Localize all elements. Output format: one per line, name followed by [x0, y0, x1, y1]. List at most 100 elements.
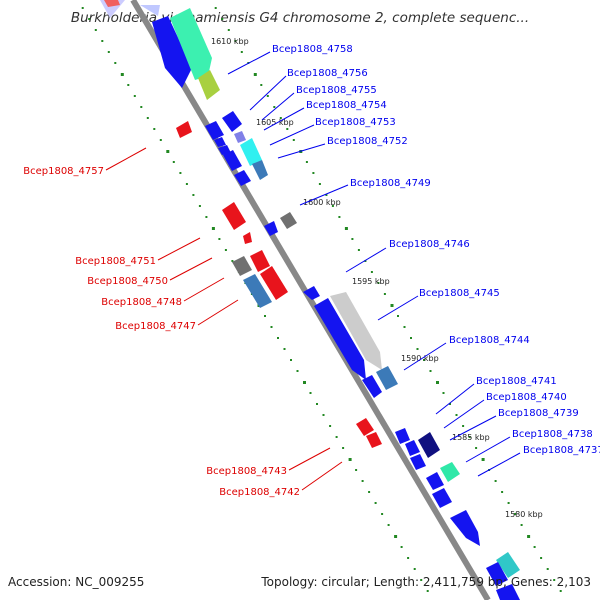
ruler-dot: [368, 491, 371, 493]
gene-arrow[interactable]: [140, 5, 160, 16]
gene-arrow[interactable]: [486, 562, 508, 586]
gene-arrow[interactable]: [232, 256, 252, 276]
ruler-dot: [325, 194, 328, 196]
gene-arrow[interactable]: [395, 428, 410, 444]
gene-arrow[interactable]: [104, 0, 120, 7]
ruler-dot: [481, 458, 485, 461]
ruler-dot: [351, 238, 354, 240]
gene-label[interactable]: Bcep1808_4746: [389, 239, 470, 250]
gene-label[interactable]: Bcep1808_4741: [476, 376, 557, 387]
gene-arrow[interactable]: [152, 16, 192, 88]
gene-label[interactable]: Bcep1808_4740: [486, 392, 567, 403]
ruler-dot: [159, 139, 162, 141]
gene-arrow[interactable]: [264, 221, 278, 236]
ruler-dot: [527, 535, 531, 538]
gene-arrow[interactable]: [222, 111, 242, 132]
gene-arrow[interactable]: [440, 462, 460, 482]
gene-arrow[interactable]: [362, 375, 382, 398]
ruler-dot: [133, 95, 136, 97]
gene-arrow[interactable]: [198, 70, 220, 100]
ruler-dot: [400, 546, 403, 548]
ruler-dot: [364, 260, 367, 262]
gene-arrow[interactable]: [496, 552, 520, 578]
ruler-dot: [205, 216, 208, 218]
gene-arrow[interactable]: [176, 121, 192, 138]
ruler-dot: [407, 557, 410, 559]
gene-arrow[interactable]: [366, 432, 382, 448]
gene-arrow[interactable]: [243, 274, 272, 308]
gene-arrow[interactable]: [330, 292, 382, 370]
reverse-features: [104, 0, 382, 448]
forward-features: [100, 0, 520, 600]
gene-arrow[interactable]: [260, 266, 288, 300]
gene-label[interactable]: Bcep1808_4742: [219, 487, 300, 498]
ruler-dot: [520, 524, 523, 526]
gene-arrow[interactable]: [223, 150, 242, 171]
gene-arrow[interactable]: [356, 418, 374, 436]
gene-label[interactable]: Bcep1808_4749: [350, 178, 431, 189]
ruler-dot: [172, 161, 175, 163]
gene-arrow[interactable]: [205, 121, 224, 140]
ruler-dot: [266, 95, 269, 97]
ruler-dot: [468, 436, 471, 438]
gene-label[interactable]: Bcep1808_4753: [315, 117, 396, 128]
ruler-dot: [322, 414, 325, 416]
scale-tick: 1580 kbp: [505, 510, 543, 519]
gene-arrow[interactable]: [240, 138, 262, 166]
ruler-dot: [546, 568, 549, 570]
ruler-dot: [296, 370, 299, 372]
gene-arrow[interactable]: [303, 286, 320, 300]
gene-label[interactable]: Bcep1808_4745: [419, 288, 500, 299]
gene-arrow[interactable]: [243, 232, 252, 244]
ruler-dot: [329, 425, 332, 427]
ruler-dot: [475, 447, 478, 449]
gene-label[interactable]: Bcep1808_4757: [23, 166, 104, 177]
gene-label[interactable]: Bcep1808_4750: [87, 276, 168, 287]
gene-arrow[interactable]: [432, 488, 452, 508]
ruler-dot: [303, 381, 306, 384]
ruler-dot: [553, 579, 556, 581]
ruler-dot: [429, 370, 432, 372]
ruler-dot: [348, 458, 352, 461]
gene-label[interactable]: Bcep1808_4739: [498, 408, 579, 419]
ruler-dot: [179, 172, 182, 174]
gene-arrow[interactable]: [234, 131, 246, 143]
ruler-dot: [342, 447, 345, 449]
gene-label[interactable]: Bcep1808_4747: [115, 321, 196, 332]
gene-label[interactable]: Bcep1808_4755: [296, 85, 377, 96]
gene-arrow[interactable]: [450, 510, 480, 546]
gene-label[interactable]: Bcep1808_4754: [306, 100, 387, 111]
gene-arrow[interactable]: [218, 145, 231, 155]
ruler-dot: [494, 480, 497, 482]
gene-label[interactable]: Bcep1808_4758: [272, 44, 353, 55]
gene-arrow[interactable]: [405, 440, 420, 456]
gene-label[interactable]: Bcep1808_4748: [101, 297, 182, 308]
gene-arrow[interactable]: [252, 160, 268, 180]
gene-label[interactable]: Bcep1808_4737: [523, 445, 600, 456]
gene-label[interactable]: Bcep1808_4743: [206, 466, 287, 477]
gene-label[interactable]: Bcep1808_4751: [75, 256, 156, 267]
gene-arrow[interactable]: [418, 432, 440, 458]
gene-label[interactable]: Bcep1808_4744: [449, 335, 530, 346]
ruler-dot: [227, 29, 230, 31]
ruler-dot: [277, 337, 279, 339]
ruler-dot: [81, 7, 84, 9]
gene-arrow[interactable]: [222, 202, 246, 230]
gene-arrow[interactable]: [214, 137, 226, 147]
gene-arrow[interactable]: [234, 170, 251, 186]
gene-arrow[interactable]: [426, 472, 444, 490]
gene-arrow[interactable]: [170, 8, 212, 80]
ruler-dot: [410, 337, 412, 339]
gene-arrow[interactable]: [410, 454, 426, 470]
gene-arrow[interactable]: [496, 584, 520, 600]
ruler-dot: [426, 590, 429, 592]
gene-arrow[interactable]: [280, 212, 297, 229]
gene-arrow[interactable]: [314, 298, 366, 380]
gene-arrow[interactable]: [250, 250, 270, 272]
gene-arrow[interactable]: [376, 366, 398, 390]
ruler-dot: [357, 249, 360, 251]
gene-label[interactable]: Bcep1808_4738: [512, 429, 593, 440]
ruler-dot: [146, 117, 149, 119]
gene-label[interactable]: Bcep1808_4756: [287, 68, 368, 79]
gene-label[interactable]: Bcep1808_4752: [327, 136, 408, 147]
